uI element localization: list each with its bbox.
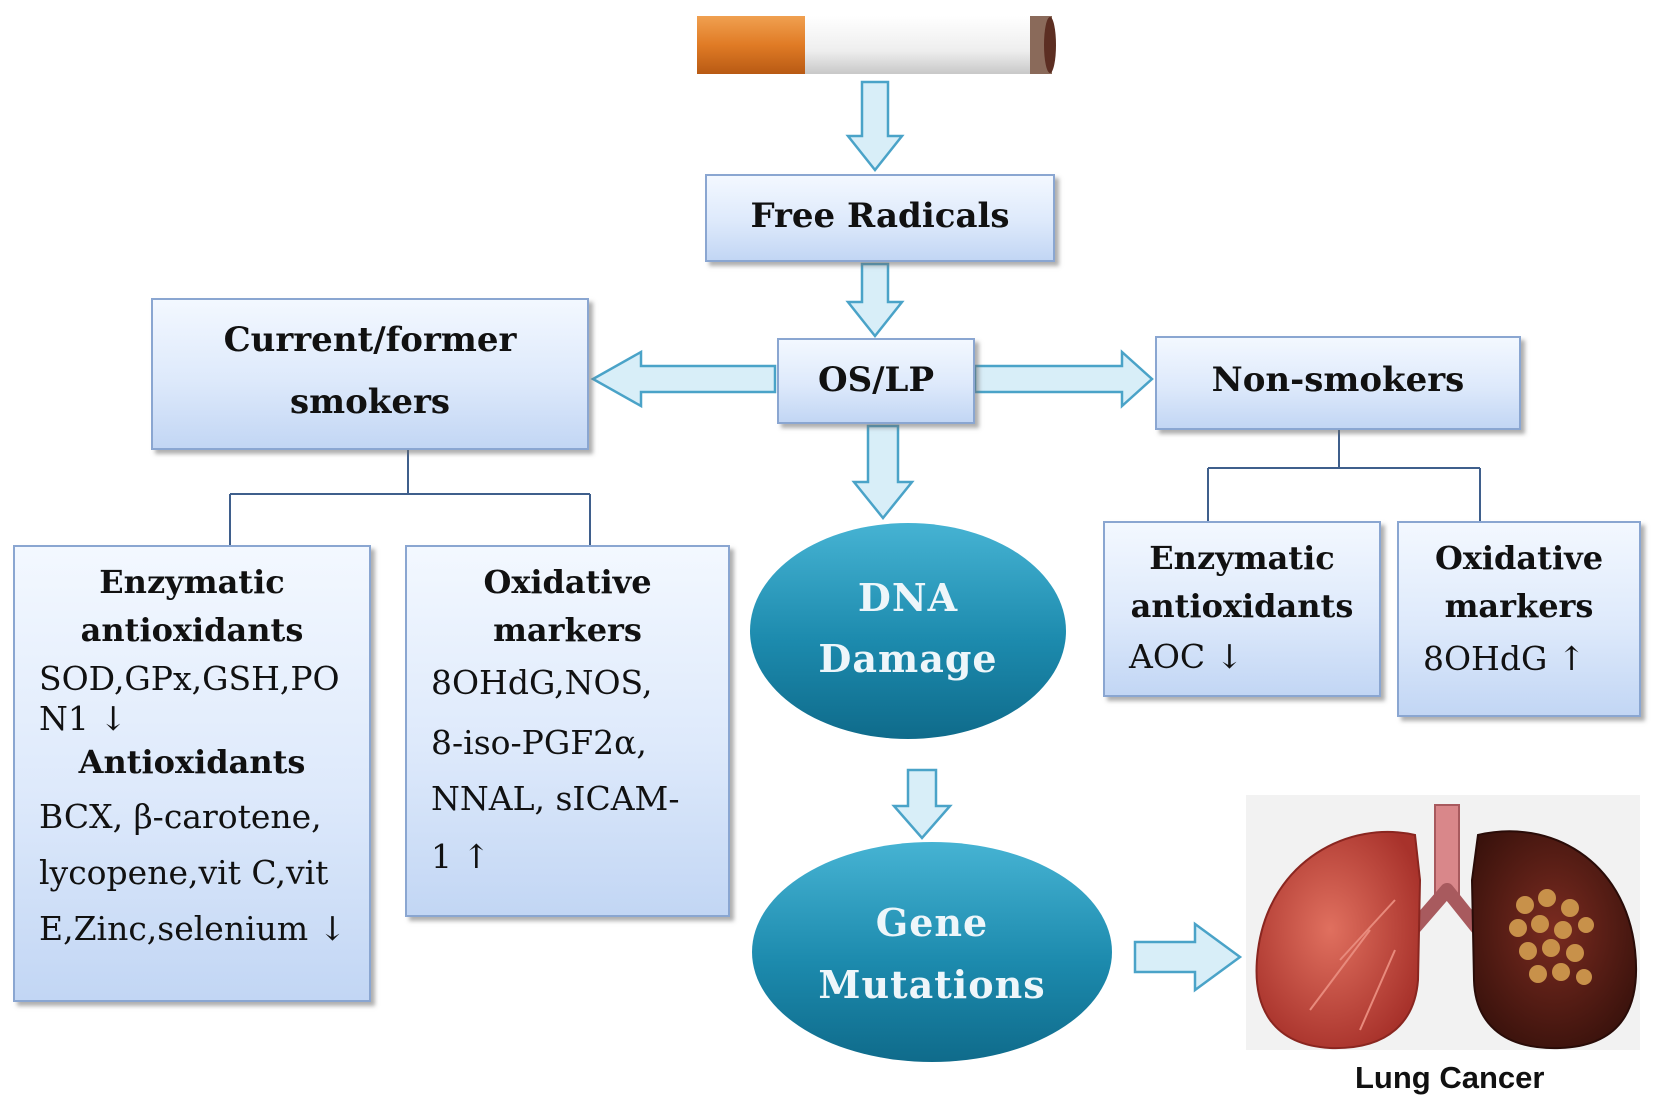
smokers-antioxidants-line-3: E,Zinc,selenium ↓: [39, 909, 347, 948]
nonsmokers-oxidative-value: 8OHdG ↑: [1423, 639, 1586, 678]
nonsmokers-box: Non-smokers: [1155, 336, 1521, 430]
cigarette-icon: [697, 16, 1056, 74]
smokers-enzymatic-items-1: SOD,GPx,GSH,PO: [39, 659, 340, 698]
smokers-oxidative-box: Oxidative markers 8OHdG,NOS, 8-iso-PGF2α…: [405, 545, 730, 917]
os-lp-box: OS/LP: [777, 338, 975, 424]
dna-damage-label-2: Damage: [818, 636, 998, 681]
bracket-smokers: [229, 448, 591, 545]
lungs-icon: [1246, 795, 1640, 1050]
smokers-oxidative-line-4: 1 ↑: [431, 837, 491, 876]
smokers-enzymatic-heading-2: antioxidants: [80, 611, 304, 649]
smokers-oxidative-heading-1: Oxidative: [483, 563, 652, 601]
smokers-antioxidants-subheading: Antioxidants: [78, 743, 306, 781]
smokers-antioxidants-line-1: BCX, β-carotene,: [39, 797, 322, 836]
gene-mutations-label-2: Mutations: [818, 962, 1046, 1007]
smokers-enzymatic-box: Enzymatic antioxidants SOD,GPx,GSH,PO N1…: [13, 545, 371, 1002]
arrow-gene-mutations-to-lung-cancer: [1133, 921, 1243, 993]
smokers-oxidative-line-1: 8OHdG,NOS,: [431, 663, 653, 702]
free-radicals-label: Free Radicals: [750, 196, 1010, 236]
nonsmokers-enzymatic-box: Enzymatic antioxidants AOC ↓: [1103, 521, 1381, 697]
bracket-nonsmokers: [1207, 430, 1481, 521]
smokers-oxidative-line-2: 8-iso-PGF2α,: [431, 723, 647, 762]
nonsmokers-enzymatic-value: AOC ↓: [1129, 637, 1244, 676]
nonsmokers-oxidative-box: Oxidative markers 8OHdG ↑: [1397, 521, 1641, 717]
gene-mutations-label-1: Gene: [875, 900, 989, 945]
smokers-antioxidants-line-2: lycopene,vit C,vit: [39, 853, 329, 892]
os-lp-label: OS/LP: [817, 360, 935, 400]
arrow-os-lp-to-smokers: [590, 349, 777, 409]
nonsmokers-oxidative-heading-2: markers: [1444, 587, 1594, 625]
nonsmokers-oxidative-heading-1: Oxidative: [1434, 539, 1604, 577]
arrow-os-lp-to-nonsmokers: [973, 349, 1154, 409]
dna-damage-ellipse: [750, 523, 1066, 739]
nonsmokers-enzymatic-heading-1: Enzymatic: [1149, 539, 1335, 577]
smokers-oxidative-heading-2: markers: [493, 611, 642, 649]
nonsmokers-enzymatic-heading-2: antioxidants: [1130, 587, 1354, 625]
smokers-enzymatic-items-2: N1 ↓: [39, 699, 128, 738]
arrow-cigarette-to-free-radicals: [845, 80, 905, 173]
arrow-os-lp-to-dna: [851, 424, 915, 520]
gene-mutations-ellipse: [752, 842, 1112, 1062]
smokers-enzymatic-heading-1: Enzymatic: [99, 563, 285, 601]
lung-cancer-caption: Lung Cancer: [1355, 1060, 1545, 1095]
nonsmokers-label: Non-smokers: [1211, 360, 1465, 400]
arrow-free-radicals-to-os-lp: [845, 262, 905, 339]
smokers-oxidative-line-3: NNAL, sICAM-: [431, 779, 680, 818]
dna-damage-label-1: DNA: [857, 575, 959, 620]
smokers-label-line2: smokers: [289, 382, 451, 422]
smokers-box: Current/former smokers: [151, 298, 589, 450]
smokers-label-line1: Current/former: [223, 320, 517, 360]
arrow-dna-to-gene-mutations: [891, 768, 953, 840]
free-radicals-box: Free Radicals: [705, 174, 1055, 262]
